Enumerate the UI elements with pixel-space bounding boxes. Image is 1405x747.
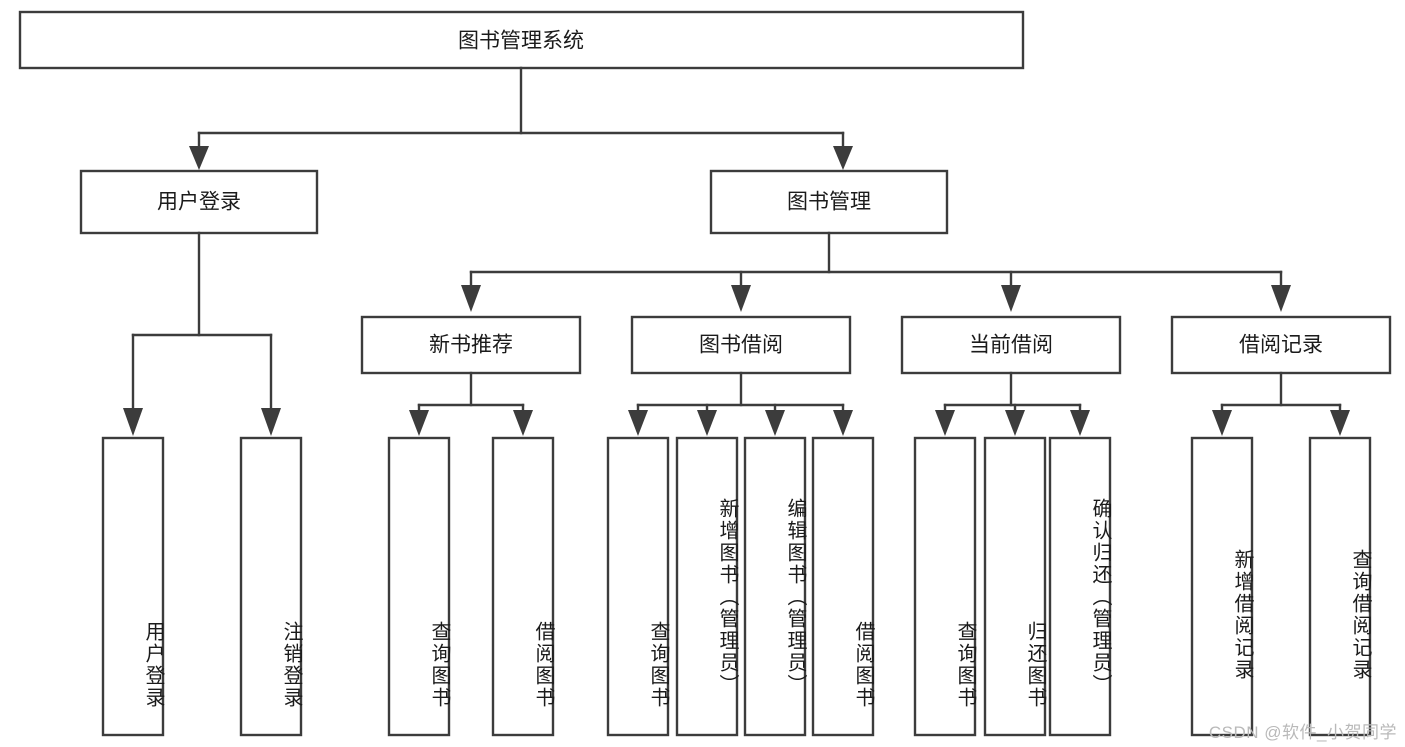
leaf-box-book-borrow-2 xyxy=(743,436,807,737)
arrow-head-icon xyxy=(189,146,209,170)
node-new-book-recommend: 新书推荐 xyxy=(360,315,582,375)
arrow-head-icon xyxy=(731,285,751,312)
leaf-box-new-book-1 xyxy=(491,436,555,737)
connector-new-book-to-leaves xyxy=(409,371,533,436)
arrow-head-icon xyxy=(1271,285,1291,312)
arrow-head-icon xyxy=(461,285,481,312)
node-book-management: 图书管理 xyxy=(709,169,949,235)
leaf-box-book-borrow-3 xyxy=(811,436,875,737)
node-root-label: 图书管理系统 xyxy=(458,30,584,53)
node-book-borrow-label: 图书借阅 xyxy=(699,334,783,357)
arrow-head-icon xyxy=(935,410,955,436)
arrow-head-icon xyxy=(1005,410,1025,436)
node-new-book-recommend-label: 新书推荐 xyxy=(429,334,513,357)
leaf-box-user-login-0 xyxy=(101,436,165,737)
arrow-head-icon xyxy=(1001,285,1021,312)
arrow-head-icon xyxy=(1070,410,1090,436)
arrow-head-icon xyxy=(123,408,143,436)
leaf-box-book-borrow-1 xyxy=(675,436,739,737)
leaf-box-new-book-0 xyxy=(387,436,451,737)
node-borrow-record-label: 借阅记录 xyxy=(1239,334,1323,357)
leaf-box-borrow-record-1 xyxy=(1308,436,1372,737)
arrow-head-icon xyxy=(261,408,281,436)
connector-current-borrow-to-leaves xyxy=(935,371,1090,436)
arrow-head-icon xyxy=(833,410,853,436)
arrow-head-icon xyxy=(513,410,533,436)
leaf-box-book-borrow-0 xyxy=(606,436,670,737)
connector-borrow-record-to-leaves xyxy=(1212,371,1350,436)
leaf-box-borrow-record-0 xyxy=(1190,436,1254,737)
node-current-borrow-label: 当前借阅 xyxy=(969,334,1053,357)
leaf-box-user-login-1 xyxy=(239,436,303,737)
csdn-watermark: CSDN @软件_小贺同学 xyxy=(1208,723,1397,742)
connector-user-login-to-leaves xyxy=(123,231,281,436)
arrow-head-icon xyxy=(697,410,717,436)
leaf-box-current-borrow-0 xyxy=(913,436,977,737)
arrow-head-icon xyxy=(628,410,648,436)
leaf-box-current-borrow-2 xyxy=(1048,436,1112,737)
arrow-head-icon xyxy=(1330,410,1350,436)
node-current-borrow: 当前借阅 xyxy=(900,315,1122,375)
connector-root-to-level2 xyxy=(189,66,853,170)
node-user-login: 用户登录 xyxy=(79,169,319,235)
leaf-box-current-borrow-1 xyxy=(983,436,1047,737)
node-root: 图书管理系统 xyxy=(18,10,1025,70)
node-borrow-record: 借阅记录 xyxy=(1170,315,1392,375)
node-book-borrow: 图书借阅 xyxy=(630,315,852,375)
arrow-head-icon xyxy=(409,410,429,436)
arrow-head-icon xyxy=(1212,410,1232,436)
arrow-head-icon xyxy=(833,146,853,170)
node-user-login-label: 用户登录 xyxy=(157,191,241,214)
connector-book-borrow-to-leaves xyxy=(628,371,853,436)
arrow-head-icon xyxy=(765,410,785,436)
connector-book-management-to-level3 xyxy=(461,231,1291,312)
node-book-management-label: 图书管理 xyxy=(787,191,871,214)
